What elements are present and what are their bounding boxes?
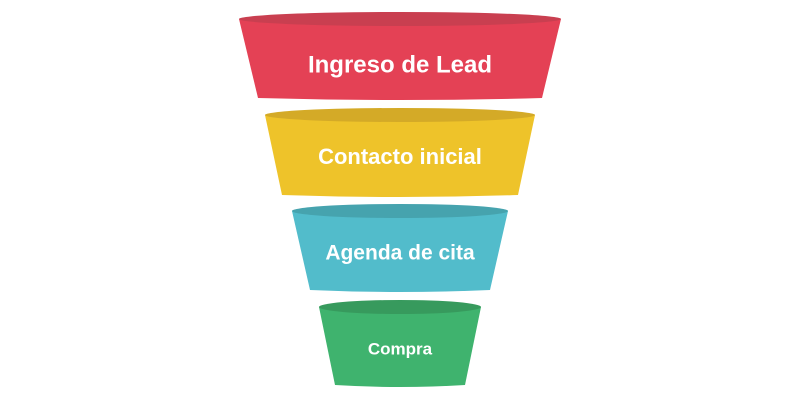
stage-body [292,211,508,292]
stage-body [239,19,561,100]
stage-label: Agenda de cita [325,242,475,265]
funnel-stage-agenda-de-cita: Agenda de cita [292,204,508,292]
stage-rim [265,108,535,122]
stage-rim [292,204,508,218]
stage-label: Contacto inicial [318,144,482,169]
stage-label: Ingreso de Lead [308,51,492,78]
funnel-stage-ingreso-de-lead: Ingreso de Lead [239,12,561,100]
stage-body [265,115,535,197]
funnel-stage-contacto-inicial: Contacto inicial [265,108,535,197]
stage-label: Compra [368,339,433,358]
stage-rim [239,12,561,26]
stage-body [319,307,481,387]
stage-rim [319,300,481,314]
funnel-stage-compra: Compra [319,300,481,387]
